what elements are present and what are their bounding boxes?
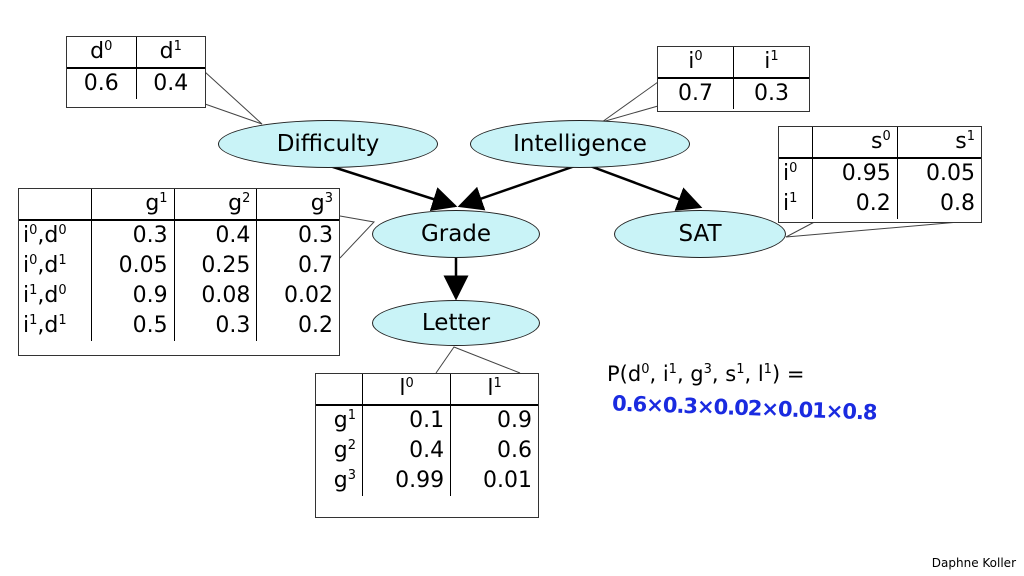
cpt-cell: 0.3	[173, 311, 257, 341]
cpt-sat-header: s1	[896, 127, 981, 159]
cpt-row-label: i1,d1	[23, 313, 67, 338]
node-sat[interactable]: SAT	[614, 210, 786, 258]
cpt-grade-header: g3	[256, 189, 339, 221]
cpt-cell: 0.4	[173, 220, 257, 251]
cpt-corner	[779, 127, 813, 159]
cpt-cell: 0.2	[256, 311, 339, 341]
cpt-row-label: i0,d0	[23, 223, 67, 248]
edge-intelligence-grade	[457, 164, 576, 211]
node-grade[interactable]: Grade	[372, 210, 540, 258]
cpt-cell: 0.7	[678, 81, 713, 106]
cpt-letter: l0 l1 g1 0.1 0.9 g2 0.4 0.6 g3 0.99 0.01	[315, 373, 539, 518]
cpt-cell: 0.02	[256, 281, 339, 311]
cpt-row-label: i0,d1	[23, 253, 67, 278]
cpt-cell: 0.7	[256, 251, 339, 281]
cpt-row-label: g2	[333, 438, 357, 463]
cpt-cell: 0.6	[450, 436, 538, 466]
cpt-cell: 0.9	[90, 281, 175, 311]
cpt-difficulty-header: d1	[135, 37, 205, 69]
cpt-row-label: i0	[783, 161, 798, 186]
cpt-difficulty-header: d0	[67, 37, 136, 69]
cpt-sat: s0 s1 i0 0.95 0.05 i1 0.2 0.8	[778, 126, 982, 223]
cpt-cell: 0.01	[450, 466, 538, 496]
cpt-row-label: i1,d0	[23, 283, 67, 308]
node-difficulty[interactable]: Difficulty	[218, 120, 438, 168]
cpt-grade: g1 g2 g3 i0,d0 0.3 0.4 0.3 i0,d1 0.05 0.…	[18, 188, 340, 356]
cpt-cell: 0.4	[135, 68, 205, 99]
cpt-corner	[19, 189, 92, 221]
cpt-cell: 0.3	[733, 78, 809, 109]
cpt-cell: 0.8	[896, 189, 981, 219]
cpt-cell: 0.9	[450, 405, 538, 436]
callout-letter	[435, 346, 521, 374]
callout-intelligence	[601, 81, 659, 123]
cpt-cell: 0.25	[173, 251, 257, 281]
joint-probability-formula: P(d0, i1, g3, s1, l1) =	[607, 362, 805, 386]
author-credit: Daphne Koller	[931, 556, 1016, 570]
cpt-cell: 0.3	[256, 220, 339, 251]
cpt-row-label: g1	[333, 408, 357, 433]
edge-difficulty-grade	[329, 164, 458, 212]
cpt-intelligence-header: i1	[733, 47, 809, 79]
cpt-grade-header: g1	[90, 189, 175, 221]
cpt-letter-header: l0	[362, 374, 451, 406]
cpt-intelligence-header: i0	[658, 47, 734, 79]
cpt-cell: 0.1	[362, 405, 451, 436]
cpt-corner	[316, 374, 363, 406]
cpt-cell: 0.4	[362, 436, 451, 466]
cpt-cell: 0.08	[173, 281, 257, 311]
cpt-cell: 0.5	[90, 311, 175, 341]
node-letter[interactable]: Letter	[372, 300, 540, 346]
callout-sat	[785, 217, 983, 238]
cpt-grade-header: g2	[173, 189, 257, 221]
cpt-letter-header: l1	[450, 374, 538, 406]
cpt-intelligence: i0 i1 0.7 0.3	[657, 46, 810, 112]
cpt-sat-header: s0	[812, 127, 898, 159]
cpt-cell: 0.99	[362, 466, 451, 496]
callout-difficulty	[204, 71, 263, 125]
cpt-cell: 0.95	[812, 158, 898, 189]
cpt-row-label: g3	[333, 468, 357, 493]
cpt-cell: 0.3	[90, 220, 175, 251]
cpt-cell: 0.2	[812, 189, 898, 219]
cpt-cell: 0.6	[83, 71, 119, 96]
cpt-cell: 0.05	[90, 251, 175, 281]
node-intelligence[interactable]: Intelligence	[470, 120, 690, 168]
cpt-cell: 0.05	[896, 158, 981, 189]
cpt-difficulty: d0 d1 0.6 0.4	[66, 36, 206, 108]
callout-grade	[339, 215, 376, 259]
edge-intelligence-sat	[589, 164, 703, 211]
cpt-row-label: i1	[783, 191, 798, 216]
